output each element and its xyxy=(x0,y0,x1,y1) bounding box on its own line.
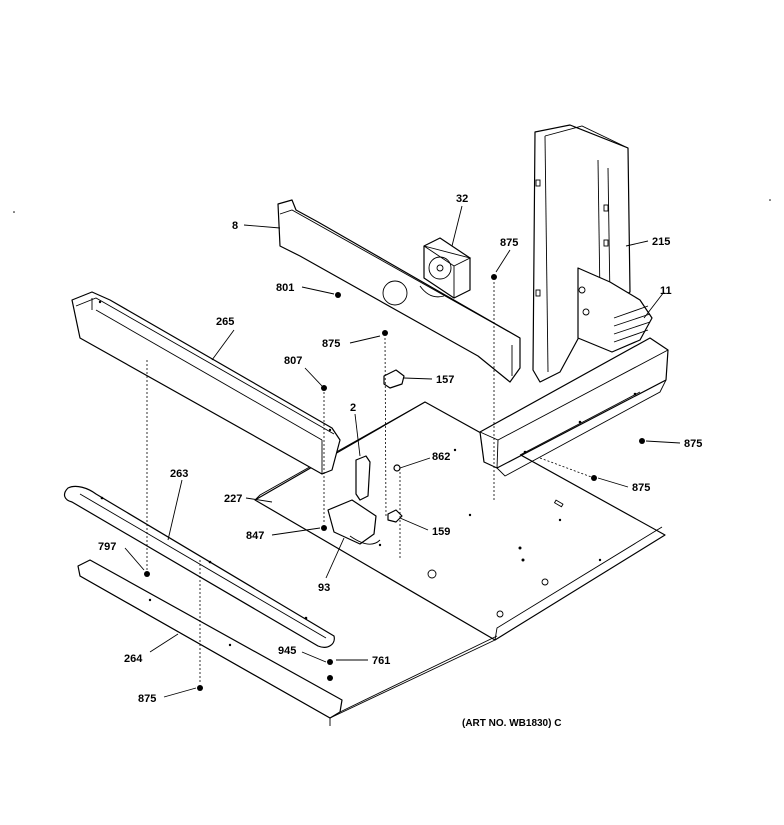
callout-263: 263 xyxy=(170,468,188,480)
callout-875-lower-right: 875 xyxy=(632,482,650,494)
small-parts xyxy=(144,274,645,691)
bottom-frame-264 xyxy=(77,559,343,726)
callout-875-mid: 875 xyxy=(322,338,340,350)
specks xyxy=(13,199,771,213)
rear-panel-8 xyxy=(277,199,521,383)
art-number: (ART NO. WB1830) C xyxy=(462,718,561,729)
leader-lines xyxy=(124,205,681,698)
callout-807: 807 xyxy=(284,355,302,367)
callout-862: 862 xyxy=(432,451,450,463)
callout-847: 847 xyxy=(246,530,264,542)
rear-rail xyxy=(479,337,669,477)
callout-215: 215 xyxy=(652,236,670,248)
callout-159: 159 xyxy=(432,526,450,538)
callout-875-top: 875 xyxy=(500,237,518,249)
callout-32: 32 xyxy=(456,193,468,205)
callout-11: 11 xyxy=(660,285,672,297)
front-trim-263 xyxy=(63,485,335,648)
callout-801: 801 xyxy=(276,282,294,294)
callout-157: 157 xyxy=(436,374,454,386)
bottom-frame-rails xyxy=(329,635,498,719)
callout-945: 945 xyxy=(278,645,296,657)
callout-761: 761 xyxy=(372,655,390,667)
callout-875-bottom: 875 xyxy=(138,693,156,705)
bracket-11 xyxy=(577,267,653,353)
callout-797: 797 xyxy=(98,541,116,553)
fan-32 xyxy=(423,237,472,299)
callout-227: 227 xyxy=(224,493,242,505)
front-trim-265 xyxy=(71,291,341,475)
callout-264: 264 xyxy=(124,653,143,665)
callout-265: 265 xyxy=(216,316,234,328)
callout-8: 8 xyxy=(232,220,238,232)
callout-93: 93 xyxy=(318,582,330,594)
callout-2: 2 xyxy=(350,402,356,414)
callout-875-right: 875 xyxy=(684,438,702,450)
callout-labels: 8 32 875 215 801 11 265 875 807 157 2 87… xyxy=(98,193,702,729)
